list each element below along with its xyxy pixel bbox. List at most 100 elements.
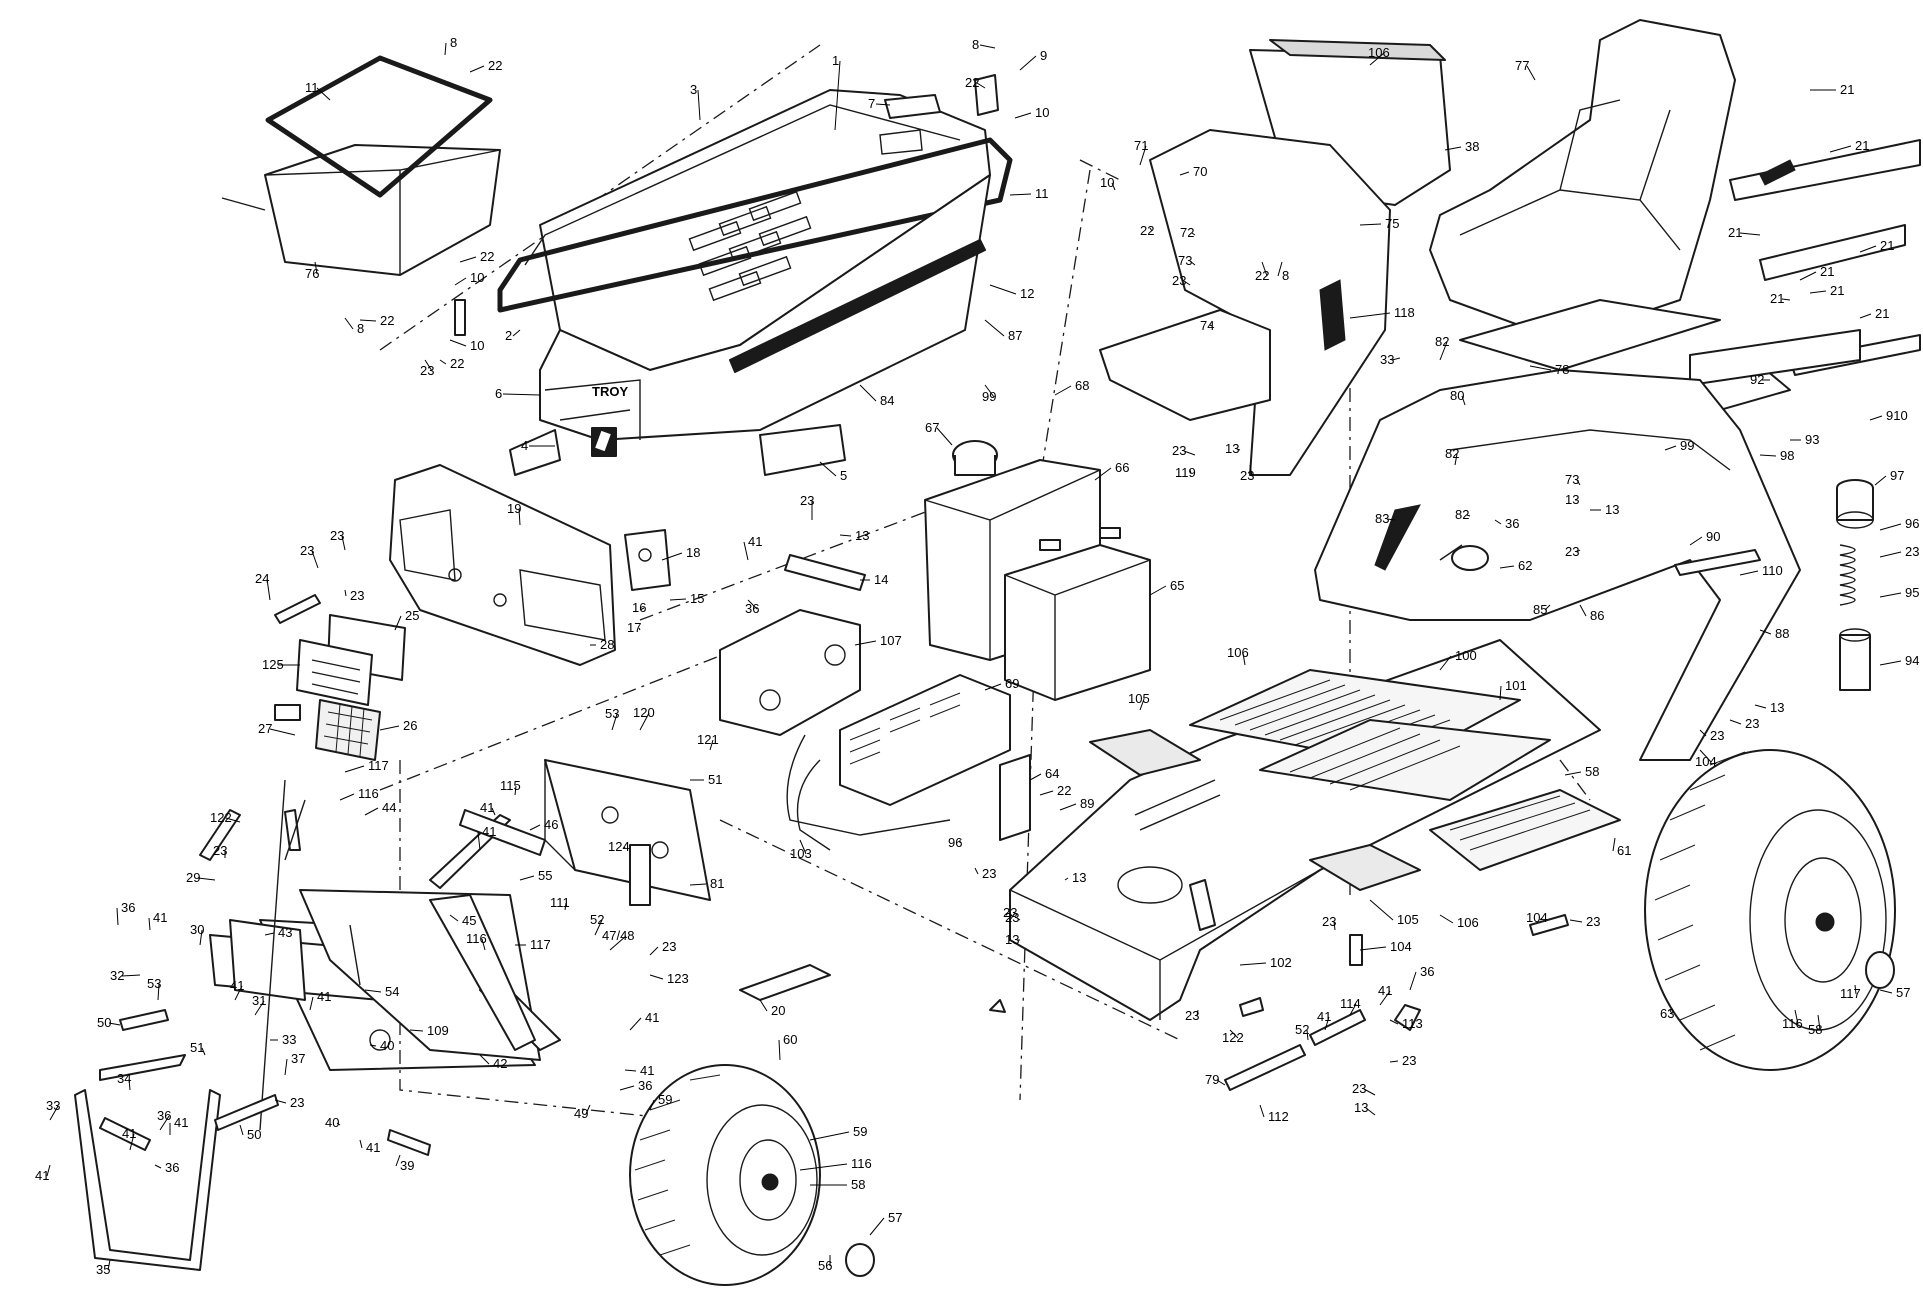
leader-line: [444, 42, 447, 56]
part-callout-41: 41: [153, 910, 167, 925]
part-callout-64: 64: [1045, 766, 1059, 781]
battery-tray-76: [221, 55, 501, 276]
hood-badge: TROY: [592, 384, 628, 399]
part-callout-89: 89: [1080, 796, 1094, 811]
leader-line: [1699, 729, 1707, 737]
part-callout-70: 70: [1193, 164, 1207, 179]
leader-line: [759, 999, 768, 1012]
leader-line: [1139, 145, 1147, 166]
leader-line: [936, 427, 953, 446]
leader-line: [1359, 223, 1382, 226]
part-callout-88: 88: [1775, 626, 1789, 641]
part-callout-41: 41: [640, 1063, 654, 1078]
leader-line: [199, 929, 203, 946]
part-callout-23: 23: [1745, 716, 1759, 731]
leader-line: [1874, 475, 1887, 486]
leader-line: [1499, 685, 1502, 701]
leader-line: [1333, 921, 1336, 931]
leader-line: [529, 824, 541, 831]
leader-line: [1669, 1009, 1673, 1015]
leader-line: [1009, 912, 1016, 921]
part-callout-73: 73: [1565, 472, 1579, 487]
leader-line: [1439, 914, 1454, 924]
leader-line: [1259, 1104, 1265, 1118]
leader-line: [1564, 771, 1582, 776]
leader-line: [1729, 719, 1742, 725]
leader-line: [609, 935, 627, 951]
part-callout-18: 18: [686, 545, 700, 560]
leader-line: [1576, 479, 1581, 486]
leader-line: [1879, 592, 1902, 598]
leader-line: [1029, 773, 1042, 781]
leader-line: [854, 640, 877, 646]
leader-line: [1859, 313, 1872, 319]
part-callout-10: 10: [1100, 175, 1114, 190]
part-callout-10: 10: [470, 338, 484, 353]
leader-line: [1349, 1003, 1357, 1016]
part-callout-36: 36: [745, 601, 759, 616]
part-callout-13: 13: [1565, 492, 1579, 507]
part-callout-60: 60: [783, 1032, 797, 1047]
leader-line: [1879, 660, 1902, 666]
leader-line: [1409, 971, 1417, 991]
leader-line: [1439, 341, 1448, 361]
part-callout-93: 93: [1805, 432, 1819, 447]
part-callout-41: 41: [480, 800, 494, 815]
part-callout-23: 23: [420, 363, 434, 378]
leader-line: [869, 1217, 885, 1236]
part-callout-113: 113: [1402, 1016, 1423, 1031]
part-callout-101: 101: [1505, 678, 1527, 693]
leader-line: [439, 359, 447, 365]
leader-line: [309, 996, 314, 1011]
leader-line: [1111, 182, 1116, 191]
leader-line: [649, 974, 664, 980]
leader-line: [743, 541, 749, 561]
part-callout-82: 82: [1435, 334, 1449, 349]
part-callout-21: 21: [1880, 238, 1894, 253]
leader-line: [623, 846, 626, 849]
part-callout-41: 41: [366, 1140, 380, 1155]
leader-line: [1016, 917, 1021, 921]
leader-line: [514, 785, 517, 796]
part-callout-13: 13: [1605, 502, 1619, 517]
part-callout-23: 23: [1172, 443, 1186, 458]
part-callout-9: 9: [1040, 48, 1047, 63]
leader-line: [336, 1122, 341, 1126]
leader-line: [424, 359, 433, 372]
part-callout-22: 22: [450, 356, 464, 371]
part-callout-13: 13: [1225, 441, 1239, 456]
leader-line: [1454, 453, 1458, 466]
leader-line: [1365, 1107, 1376, 1116]
part-callout-36: 36: [638, 1078, 652, 1093]
part-callout-82: 82: [1455, 507, 1469, 522]
part-callout-21: 21: [1728, 225, 1742, 240]
part-callout-104: 104: [1526, 910, 1548, 925]
leader-line: [316, 87, 331, 101]
leader-line: [394, 615, 402, 631]
part-callout-81: 81: [710, 876, 724, 891]
part-callout-12: 12: [1020, 286, 1034, 301]
part-callout-2: 2: [505, 328, 512, 343]
leader-line: [107, 1259, 111, 1271]
leader-line: [1569, 919, 1583, 923]
leader-line: [449, 914, 459, 922]
leader-line: [1094, 467, 1112, 481]
part-callout-118: 118: [1394, 305, 1415, 320]
leader-line: [1879, 551, 1902, 558]
brackets-14-18: [624, 529, 866, 591]
part-callout-16: 16: [632, 600, 646, 615]
leader-line: [1054, 385, 1072, 396]
part-callout-117: 117: [368, 758, 389, 773]
leader-line: [359, 1139, 363, 1149]
part-callout-33: 33: [1380, 352, 1394, 367]
part-callout-86: 86: [1590, 608, 1604, 623]
part-callout-23: 23: [1710, 728, 1724, 743]
part-callout-21: 21: [1820, 264, 1834, 279]
part-callout-80: 80: [1450, 388, 1464, 403]
part-callout-45: 45: [462, 913, 476, 928]
hood-vents: [688, 190, 812, 302]
part-callout-68: 68: [1075, 378, 1089, 393]
part-callout-13: 13: [855, 528, 869, 543]
